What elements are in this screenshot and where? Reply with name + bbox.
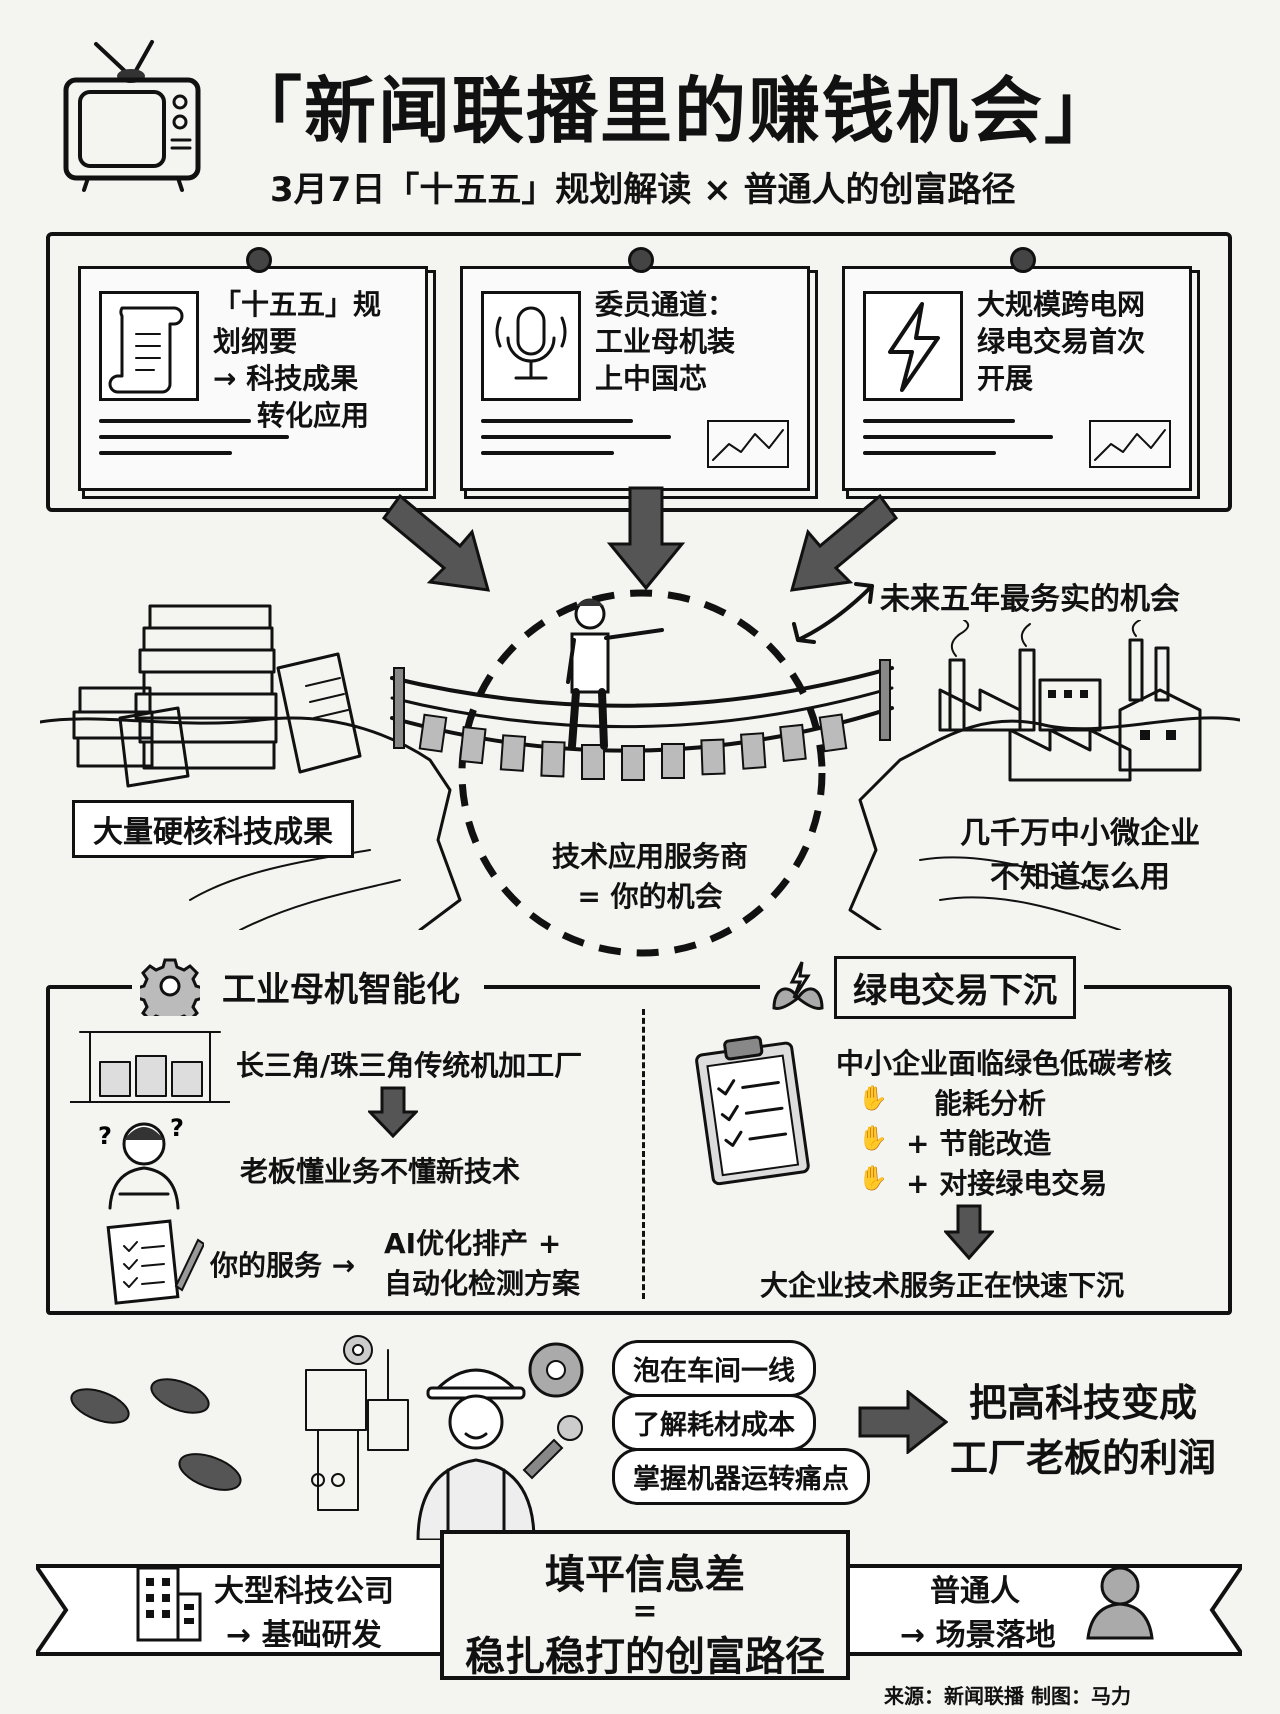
- clipboard-pen-icon: [106, 1219, 204, 1305]
- news-card-text: 「十五五」规 划纲要 → 科技成果 转化应用: [213, 288, 382, 432]
- arrow-right-icon: [858, 1390, 948, 1454]
- mini-chart-icon: [707, 420, 789, 468]
- bubble-workshop: 泡在车间一线: [612, 1340, 816, 1397]
- boss-problem-text: 老板懂业务不懂新技术: [240, 1155, 521, 1188]
- gear-icon: [557, 1415, 583, 1441]
- news-card-text: 委员通道： 工业母机装 上中国芯: [595, 288, 736, 395]
- conclusion-box: 填平信息差 = 稳扎稳打的创富路径: [440, 1530, 850, 1680]
- tv-icon: [63, 40, 201, 192]
- text-lines-decoration: [863, 419, 1053, 467]
- pushpin-icon: [246, 247, 272, 273]
- source-credit: 来源：新闻联播 制图：马力: [884, 1684, 1131, 1708]
- profit-result: 把高科技变成 工厂老板的利润: [950, 1381, 1217, 1480]
- person-icon: [1086, 1566, 1154, 1640]
- bubble-material-cost: 了解耗材成本: [612, 1394, 816, 1451]
- text-lines-decoration: [481, 419, 671, 467]
- gear-icon: [528, 1342, 584, 1398]
- person-pointing-icon: [566, 598, 664, 750]
- microphone-icon: [481, 291, 581, 401]
- hand-coin-icon: ✋: [858, 1164, 888, 1192]
- tech-service-provider: 技术应用服务商 = 你的机会: [551, 840, 748, 913]
- ai-scheduling-text: AI优化排产 +: [384, 1227, 562, 1260]
- leaf-lightning-icon: [772, 960, 824, 1010]
- footprints-icon: [70, 1378, 242, 1491]
- scroll-icon: [99, 291, 199, 401]
- pushpin-icon: [628, 247, 654, 273]
- section-title-industrial: 工业母机智能化: [132, 956, 484, 1016]
- opportunity-label: 未来五年最务实的机会: [880, 582, 1180, 617]
- page-title: 「新闻联播里的赚钱机会」: [230, 69, 1119, 153]
- bubble-machine-pain: 掌握机器运转痛点: [612, 1448, 870, 1505]
- hard-tech-banner: 大量硬核科技成果: [72, 800, 354, 858]
- building-icon: [136, 1566, 202, 1642]
- arrow-down-icon: [606, 486, 686, 591]
- tv-illustration: [58, 38, 208, 198]
- factory-floor-icon: [70, 1031, 230, 1103]
- double-arrow-icon: [792, 582, 874, 644]
- energy-analysis-text: 能耗分析: [934, 1087, 1047, 1120]
- big-tech-label: 大型科技公司 → 基础研发: [214, 1574, 394, 1653]
- clipboard-checklist-icon: [695, 1035, 810, 1186]
- rope-bridge-icon: [390, 659, 894, 781]
- arrow-down-left-icon: [789, 493, 899, 592]
- section-title-green: 绿电交易下沉: [760, 956, 1084, 1019]
- arrow-down-right-icon: [381, 493, 491, 592]
- svg-text:?: ?: [170, 1114, 184, 1142]
- green-assessment-text: 中小企业面临绿色低碳考核: [836, 1047, 1173, 1080]
- green-trading-text: + 对接绿电交易: [906, 1167, 1108, 1200]
- factory-icon: [938, 620, 1202, 782]
- news-card-text: 大规模跨电网 绿电交易首次 开展: [977, 288, 1146, 395]
- smb-label: 几千万中小微企业 不知道怎么用: [960, 816, 1200, 895]
- sections-box: [46, 985, 1232, 1315]
- text-lines-decoration: [99, 419, 289, 467]
- pushpin-icon: [1010, 247, 1036, 273]
- news-card-green-power: 大规模跨电网 绿电交易首次 开展: [842, 247, 1192, 491]
- svg-text:?: ?: [98, 1122, 112, 1150]
- page-subtitle: 3月7日「十五五」规划解读 × 普通人的创富路径: [270, 170, 1016, 210]
- worker-illustration: [305, 1335, 584, 1540]
- hand-coin-icon: ✋: [858, 1084, 888, 1112]
- news-card-plan: 「十五五」规 划纲要 → 科技成果 转化应用: [78, 247, 428, 491]
- energy-saving-text: + 节能改造: [906, 1127, 1052, 1160]
- gear-icon: [343, 1335, 373, 1365]
- section-divider: [642, 1009, 645, 1299]
- arrow-down-icon: [944, 1204, 994, 1260]
- your-service-label: 你的服务 →: [210, 1249, 356, 1282]
- bridge-scene: [390, 589, 894, 957]
- mini-chart-icon: [1089, 420, 1171, 468]
- confused-boss-icon: ? ?: [98, 1114, 184, 1210]
- arrow-down-icon: [368, 1086, 418, 1138]
- ordinary-people-label: 普通人 → 场景落地: [900, 1574, 1056, 1653]
- lightning-icon: [863, 291, 963, 401]
- service-sinking-text: 大企业技术服务正在快速下沉: [760, 1269, 1125, 1302]
- convergence-arrows: [381, 486, 899, 592]
- auto-inspection-text: 自动化检测方案: [384, 1267, 581, 1300]
- factory-type-text: 长三角/珠三角传统机加工厂: [236, 1049, 583, 1082]
- news-panel: 「十五五」规 划纲要 → 科技成果 转化应用 委员通道： 工业母机装 上中国芯: [46, 232, 1232, 512]
- books-icon: [72, 604, 362, 788]
- news-card-committee: 委员通道： 工业母机装 上中国芯: [460, 247, 810, 491]
- gear-icon: [140, 958, 200, 1016]
- hand-coin-icon: ✋: [858, 1124, 888, 1152]
